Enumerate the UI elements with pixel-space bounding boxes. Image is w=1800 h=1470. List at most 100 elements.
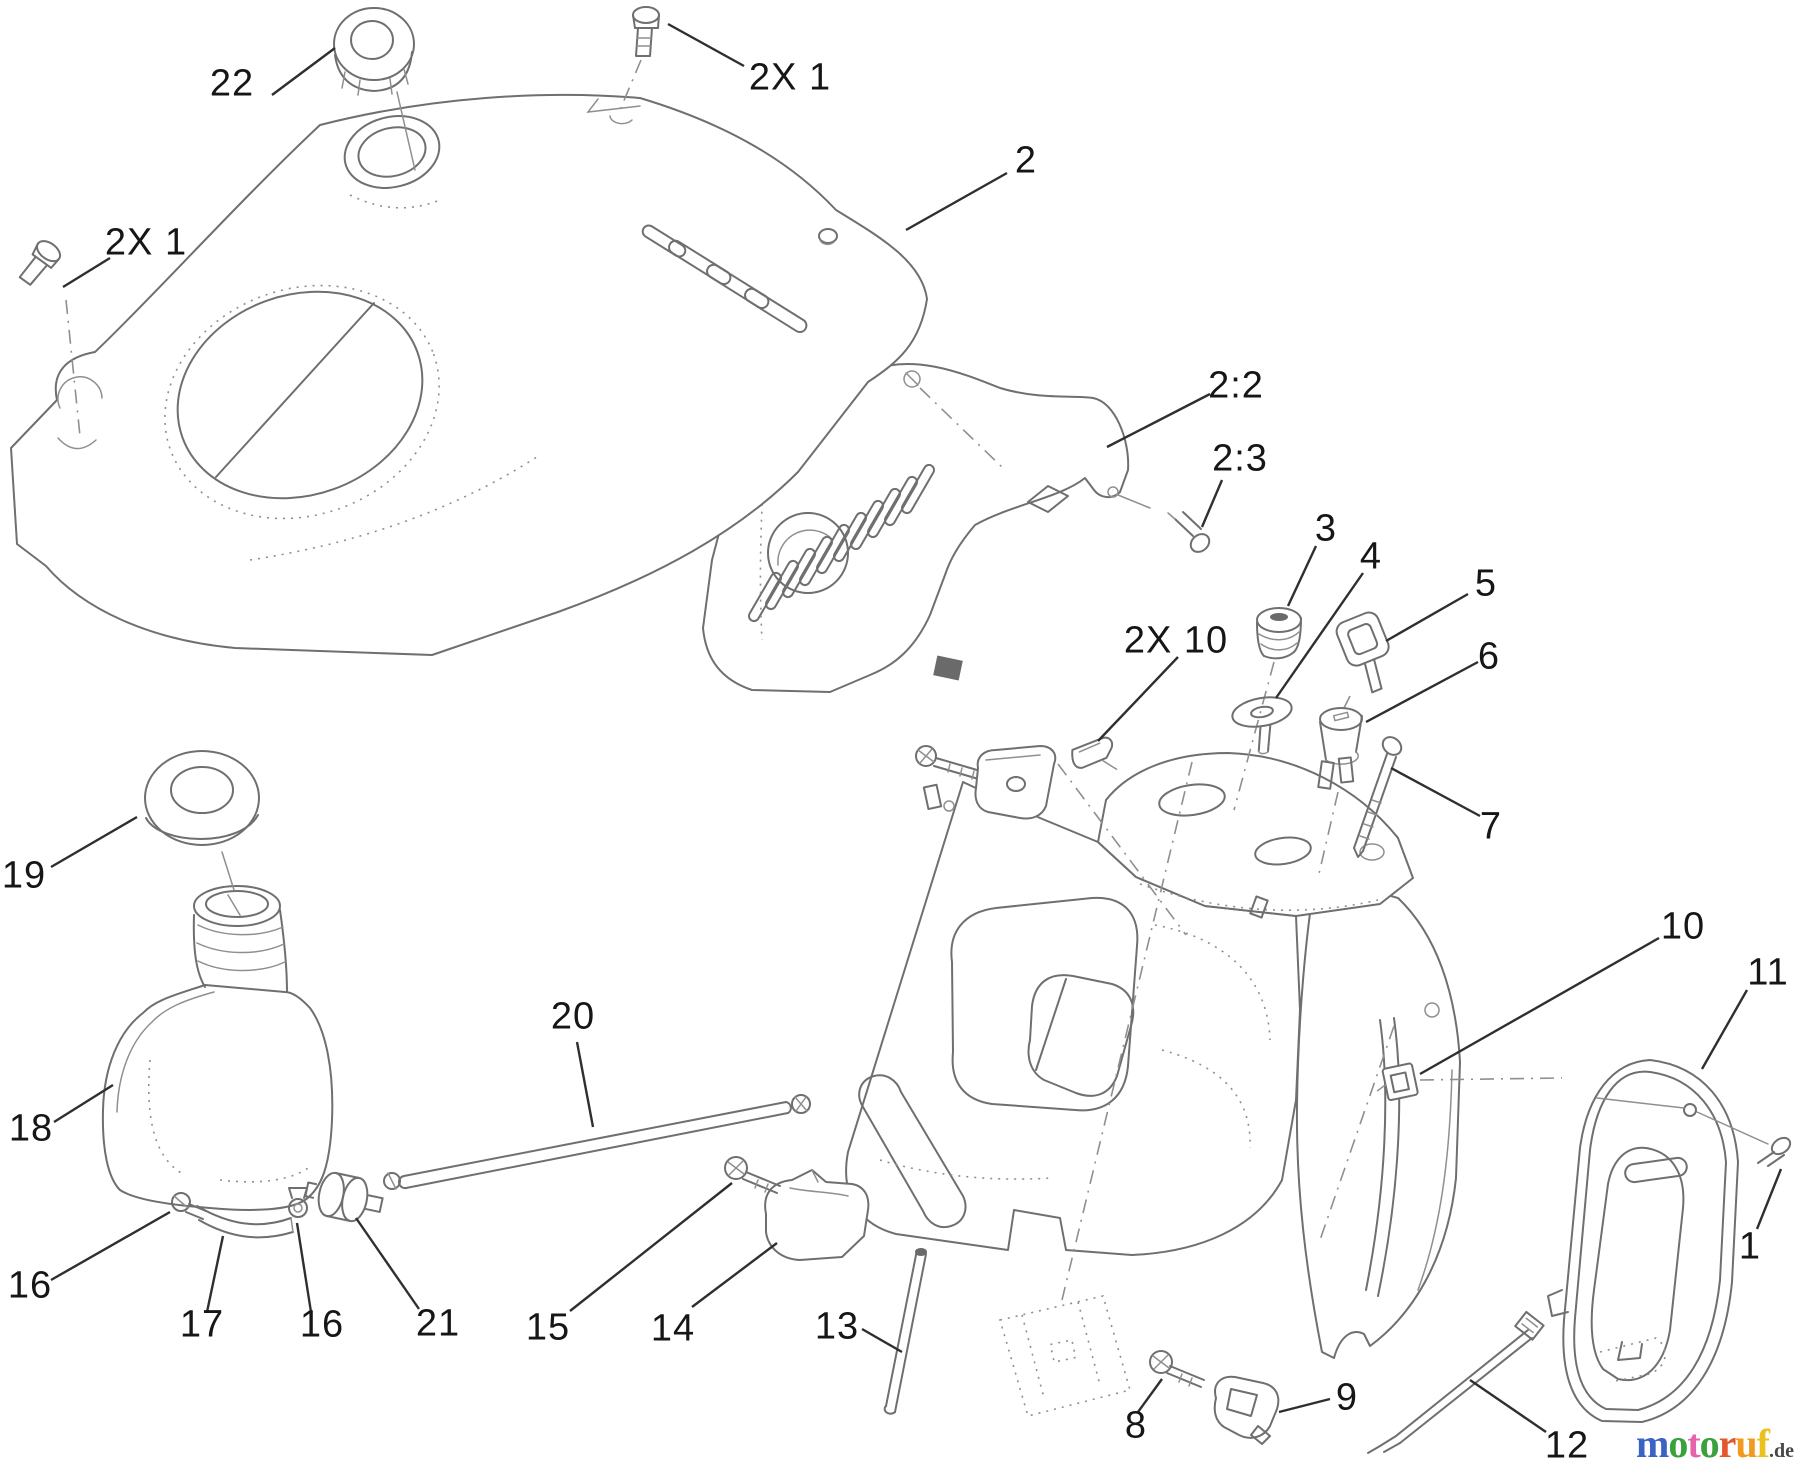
callout-22[interactable]: 22 bbox=[209, 62, 255, 105]
choke-cap bbox=[1233, 607, 1302, 811]
filler-ring bbox=[144, 750, 260, 891]
leader-line-4 bbox=[1275, 572, 1364, 699]
callout-14[interactable]: 14 bbox=[650, 1307, 696, 1350]
callout-12[interactable]: 12 bbox=[1544, 1424, 1590, 1467]
console-top-plate bbox=[1097, 752, 1414, 917]
cable-tie bbox=[1367, 1310, 1545, 1454]
leader-line-12 bbox=[1469, 1379, 1547, 1433]
mount-bracket bbox=[915, 745, 1187, 936]
leader-line-15 bbox=[569, 1182, 733, 1312]
leader-line-2x-1 bbox=[667, 22, 745, 68]
leader-line-16 bbox=[50, 1210, 171, 1282]
lower-bracket bbox=[764, 1169, 870, 1261]
fuel-tank bbox=[101, 885, 334, 1211]
callout-17[interactable]: 17 bbox=[179, 1303, 225, 1346]
callout-20[interactable]: 20 bbox=[550, 995, 596, 1038]
leader-line-2 bbox=[905, 171, 1008, 232]
bolt-long bbox=[1353, 736, 1403, 858]
callout-2-2[interactable]: 2:2 bbox=[1208, 364, 1264, 407]
leader-line-16 bbox=[295, 1222, 313, 1313]
callout-6[interactable]: 6 bbox=[1477, 635, 1501, 678]
callout-10[interactable]: 10 bbox=[1660, 905, 1706, 948]
leader-line-3 bbox=[1286, 545, 1318, 607]
callout-4[interactable]: 4 bbox=[1359, 535, 1383, 578]
leader-line-2x-10 bbox=[1097, 656, 1179, 742]
callout-2-3[interactable]: 2:3 bbox=[1212, 437, 1268, 480]
leader-line-21 bbox=[355, 1217, 420, 1310]
callout-9[interactable]: 9 bbox=[1335, 1376, 1359, 1419]
hidden-tray-outline bbox=[998, 1295, 1131, 1417]
leader-line-17 bbox=[205, 1235, 225, 1313]
callout-2x-10[interactable]: 2X 10 bbox=[1123, 619, 1229, 662]
cable-clip bbox=[1071, 736, 1118, 771]
leader-line-2-2 bbox=[1106, 392, 1211, 449]
logo-letter: t bbox=[1687, 1421, 1700, 1466]
leader-line-9 bbox=[1278, 1397, 1331, 1414]
vent-slats bbox=[748, 463, 935, 623]
ignition-switch bbox=[1317, 707, 1363, 879]
screw-rear bbox=[1167, 511, 1211, 553]
leader-line-10 bbox=[1419, 936, 1660, 1076]
leader-line-14 bbox=[691, 1242, 778, 1308]
washer bbox=[1231, 696, 1293, 755]
callout-18[interactable]: 18 bbox=[8, 1107, 54, 1150]
callout-19[interactable]: 19 bbox=[1, 854, 47, 897]
callout-2x-1[interactable]: 2X 1 bbox=[748, 56, 832, 99]
side-panel bbox=[1295, 873, 1461, 1359]
callout-2[interactable]: 2 bbox=[1014, 139, 1038, 182]
leader-line-2x-1 bbox=[62, 256, 111, 289]
leader-line-6 bbox=[1365, 660, 1479, 724]
logo-letter: m bbox=[1636, 1421, 1669, 1466]
leader-line-18 bbox=[53, 1083, 114, 1124]
shroud-vents bbox=[641, 224, 808, 334]
leader-line-2-3 bbox=[1200, 479, 1224, 528]
callout-15[interactable]: 15 bbox=[525, 1306, 571, 1349]
fuel-line bbox=[383, 1094, 811, 1190]
leader-line-22 bbox=[271, 47, 336, 96]
callout-8[interactable]: 8 bbox=[1124, 1404, 1148, 1447]
callout-5[interactable]: 5 bbox=[1474, 562, 1498, 605]
leader-line-7 bbox=[1390, 766, 1481, 818]
logo-suffix: .de bbox=[1769, 1440, 1794, 1462]
logo-letter: r bbox=[1718, 1421, 1737, 1466]
callout-2x-1[interactable]: 2X 1 bbox=[104, 221, 188, 264]
belt-cover bbox=[1547, 1059, 1739, 1423]
alignment-axis bbox=[1419, 1077, 1563, 1081]
leader-line-13 bbox=[861, 1327, 903, 1354]
leader-line-5 bbox=[1385, 592, 1469, 643]
rod bbox=[883, 1248, 927, 1415]
leader-line-1 bbox=[1755, 1168, 1783, 1230]
control-console bbox=[845, 752, 1414, 1301]
leader-line-8 bbox=[1137, 1378, 1163, 1413]
callout-7[interactable]: 7 bbox=[1479, 805, 1503, 848]
fuel-filter bbox=[304, 1171, 384, 1223]
logo-letter: u bbox=[1735, 1421, 1757, 1466]
panel-clip bbox=[1376, 1062, 1419, 1101]
fuel-cap bbox=[333, 7, 416, 171]
motoruf-logo: motoruf.de bbox=[1636, 1420, 1794, 1467]
warning-label-icon bbox=[933, 655, 963, 681]
callout-16[interactable]: 16 bbox=[7, 1264, 53, 1307]
leader-lines bbox=[50, 22, 1783, 1433]
carriage-bolt bbox=[724, 1156, 781, 1194]
screw-top bbox=[609, 6, 660, 125]
key bbox=[1335, 611, 1390, 709]
logo-letter: o bbox=[1668, 1421, 1688, 1466]
logo-letter: f bbox=[1756, 1421, 1770, 1466]
bolt-small bbox=[1149, 1350, 1205, 1388]
fuel-hose bbox=[196, 1205, 294, 1239]
callout-13[interactable]: 13 bbox=[814, 1305, 860, 1348]
leader-line-19 bbox=[50, 815, 138, 869]
callout-1[interactable]: 1 bbox=[1738, 1225, 1762, 1268]
callout-16[interactable]: 16 bbox=[299, 1303, 345, 1346]
callout-3[interactable]: 3 bbox=[1314, 507, 1338, 550]
leader-line-11 bbox=[1700, 989, 1749, 1070]
logo-letter: o bbox=[1699, 1421, 1720, 1466]
screw-right bbox=[1696, 1111, 1792, 1167]
callout-21[interactable]: 21 bbox=[415, 1302, 461, 1345]
latch bbox=[1213, 1375, 1280, 1445]
leader-line-20 bbox=[575, 1041, 595, 1128]
callout-11[interactable]: 11 bbox=[1747, 951, 1789, 994]
